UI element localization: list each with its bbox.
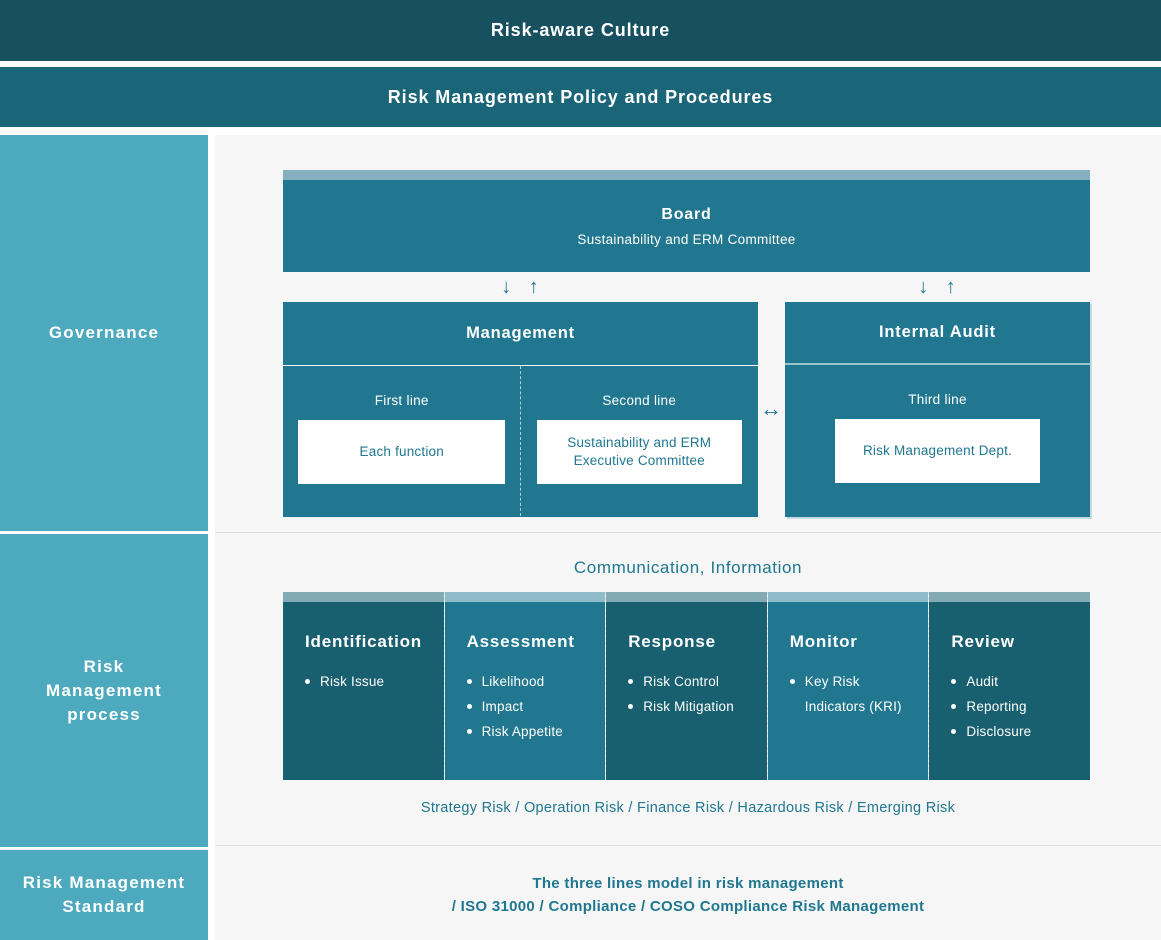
management-body: First line Each function Second line Sus…	[283, 366, 758, 516]
board-subtitle: Sustainability and ERM Committee	[577, 231, 796, 247]
column-item-list: Key Risk Indicators (KRI)	[789, 669, 919, 719]
bullet-item: Key Risk Indicators (KRI)	[789, 669, 919, 719]
column-title: Monitor	[789, 632, 858, 651]
risk-policy-label: Risk Management Policy and Procedures	[387, 86, 774, 107]
risk-aware-culture-banner: Risk-aware Culture	[0, 0, 1161, 61]
management-audit-arrow-icon: ↔	[760, 396, 782, 421]
risk-aware-culture-label: Risk-aware Culture	[490, 20, 671, 40]
column-top-strip	[929, 592, 1090, 602]
section-divider	[215, 845, 1161, 846]
risk-process-label: Risk Management process	[46, 656, 162, 724]
bullet-item: Risk Issue	[305, 669, 434, 694]
second-line-section: Second line Sustainability and ERM Execu…	[521, 366, 759, 516]
bullet-item: Disclosure	[951, 719, 1080, 744]
risk-management-dept-label: Risk Management Dept.	[862, 443, 1012, 458]
erm-executive-committee-label: Sustainability and ERM Executive Committ…	[567, 435, 712, 468]
bullet-item: Reporting	[951, 694, 1080, 719]
section-divider	[215, 532, 1161, 533]
sidebar-section-governance: Governance	[0, 135, 208, 531]
communication-information-heading: Communication, Information	[573, 558, 803, 577]
third-line-label: Third line	[908, 392, 967, 407]
board-audit-arrows-icon: ↓ ↑	[918, 276, 962, 298]
column-top-strip	[606, 592, 767, 602]
bullet-item: Risk Control	[628, 669, 757, 694]
column-title: Response	[628, 632, 716, 651]
management-box: Management First line Each function Seco…	[283, 302, 758, 517]
sidebar-section-risk-process: Risk Management process	[0, 534, 208, 847]
internal-audit-body: Third line Risk Management Dept.	[785, 365, 1090, 515]
main-panel: Board Sustainability and ERM Committee ↓…	[215, 135, 1161, 940]
erm-executive-committee-box: Sustainability and ERM Executive Committ…	[536, 420, 742, 484]
column-identification: Identification Risk Issue	[283, 592, 444, 780]
standard-line-2: / ISO 31000 / Compliance / COSO Complian…	[451, 898, 925, 915]
board-box: Board Sustainability and ERM Committee	[283, 170, 1090, 272]
column-top-strip	[283, 592, 444, 602]
internal-audit-box: Internal Audit Third line Risk Managemen…	[785, 302, 1090, 517]
governance-label: Governance	[48, 323, 160, 342]
bullet-item: Impact	[466, 694, 596, 719]
management-title: Management	[283, 302, 758, 366]
column-monitor: Monitor Key Risk Indicators (KRI)	[766, 592, 929, 780]
column-title: Identification	[305, 632, 422, 651]
column-body: Identification Risk Issue	[283, 602, 444, 780]
bullet-item: Likelihood	[466, 669, 596, 694]
risk-process-columns: Identification Risk Issue Assessment Lik…	[283, 592, 1090, 780]
first-line-section: First line Each function	[283, 366, 521, 516]
risk-policy-banner: Risk Management Policy and Procedures	[0, 67, 1161, 127]
column-title: Review	[951, 632, 1015, 651]
board-title: Board	[661, 205, 712, 223]
risk-standard-text: The three lines model in risk management…	[215, 872, 1161, 918]
second-line-label: Second line	[602, 393, 677, 408]
column-top-strip	[444, 592, 606, 602]
board-top-strip	[283, 170, 1090, 180]
each-function-label: Each function	[359, 444, 444, 459]
board-box-body: Board Sustainability and ERM Committee	[283, 180, 1090, 272]
each-function-box: Each function	[298, 420, 506, 484]
risk-standard-label: Risk Management Standard	[22, 873, 186, 916]
column-item-list: Risk Issue	[305, 669, 434, 694]
internal-audit-title: Internal Audit	[785, 302, 1090, 365]
column-title: Assessment	[466, 632, 575, 651]
bullet-item: Risk Mitigation	[628, 694, 757, 719]
first-line-label: First line	[374, 393, 429, 408]
column-top-strip	[767, 592, 929, 602]
standard-line-1: The three lines model in risk management	[532, 875, 844, 892]
risk-management-dept-box: Risk Management Dept.	[835, 419, 1040, 483]
bullet-item: Audit	[951, 669, 1080, 694]
bullet-item: Risk Appetite	[466, 719, 596, 744]
risk-types-line: Strategy Risk / Operation Risk / Finance…	[420, 800, 956, 816]
third-line-section: Third line Risk Management Dept.	[785, 365, 1090, 515]
sidebar-section-risk-standard: Risk Management Standard	[0, 850, 208, 940]
first-second-line-divider	[520, 366, 521, 516]
board-management-arrows-icon: ↓ ↑	[501, 276, 545, 298]
column-body: Monitor Key Risk Indicators (KRI)	[767, 602, 929, 780]
